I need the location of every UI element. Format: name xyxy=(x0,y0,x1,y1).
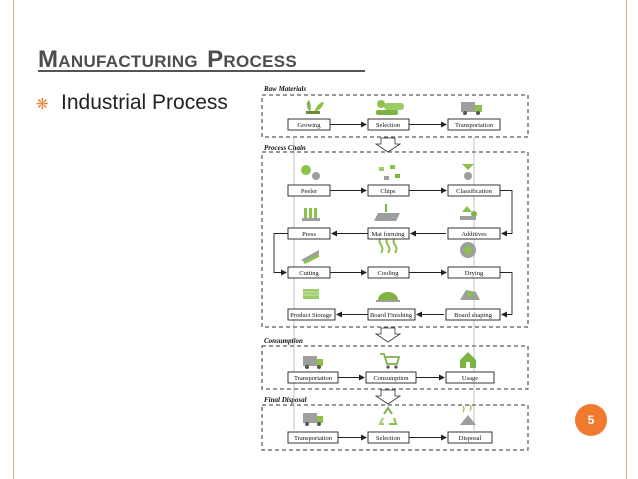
consumption-step-1: Transportation xyxy=(294,375,333,382)
recycle-icon xyxy=(378,406,398,425)
disposal-step-3: Disposal xyxy=(459,435,482,442)
disposal-step-2: Selection xyxy=(376,435,401,442)
fan-icon xyxy=(460,242,476,258)
chips-icon xyxy=(379,165,400,180)
chain-row3-step-3: Drying xyxy=(465,270,484,277)
title-initial-2: P xyxy=(207,46,224,73)
chain-row2-step-1: Press xyxy=(302,231,316,238)
section-label-process-chain: Process Chain xyxy=(264,144,306,152)
raw-step-2: Selection xyxy=(376,122,401,129)
chain-row1-step-2: Chips xyxy=(380,188,396,195)
bullet-text: Industrial Process xyxy=(61,91,228,114)
truck-icon xyxy=(461,102,482,115)
shaping-icon xyxy=(460,290,480,300)
truck-icon-3 xyxy=(303,413,323,426)
saw-icon xyxy=(301,250,319,264)
raw-step-1: Growing xyxy=(297,122,321,129)
chain-row1-step-3: Classification xyxy=(456,188,492,195)
chain-row2-step-3: Additives xyxy=(461,231,487,238)
raw-step-3: Transportation xyxy=(455,122,494,129)
consumption-frame xyxy=(261,345,529,390)
gears-icon xyxy=(301,165,320,180)
additives-icon xyxy=(460,206,477,220)
chain-row2-step-2: Mat forming xyxy=(371,231,405,238)
house-icon xyxy=(460,352,476,368)
bullet-icon: ❋ xyxy=(36,96,49,113)
section-arrow-3 xyxy=(374,389,402,405)
chain-row4-step-2: Board Finishing xyxy=(370,312,413,319)
title-initial-1: M xyxy=(38,46,59,73)
landfill-icon xyxy=(460,404,476,425)
classification-icon xyxy=(462,164,474,180)
cart-icon xyxy=(380,353,401,369)
consumption-step-3: Usage xyxy=(462,375,478,382)
section-arrow-2 xyxy=(374,327,402,343)
disposal-step-1: Transportation xyxy=(294,435,333,442)
mat-forming-icon xyxy=(374,204,400,221)
storage-icon xyxy=(303,289,319,299)
section-label-consumption: Consumption xyxy=(264,337,303,345)
chain-row4-step-3: Board shaping xyxy=(454,312,492,319)
raw-materials-frame xyxy=(261,94,529,138)
finishing-icon xyxy=(376,292,400,302)
title-rest-1: ANUFACTURING xyxy=(58,52,198,71)
final-disposal-frame xyxy=(261,404,529,451)
section-arrow-1 xyxy=(374,137,402,153)
title-rest-2: ROCESS xyxy=(223,52,297,71)
chain-row1-step-1: Peeler xyxy=(301,188,318,195)
title-underline xyxy=(38,70,365,72)
section-label-final-disposal: Final Disposal xyxy=(264,396,307,404)
consumption-step-2: Consumption xyxy=(373,375,409,382)
chain-row4-step-1: Product Storage xyxy=(290,312,332,319)
plant-icon xyxy=(306,100,324,114)
chain-row3-step-2: Cooling xyxy=(378,270,400,277)
section-label-raw-materials: Raw Materials xyxy=(263,85,306,93)
chain-row3-step-1: Cutting xyxy=(299,270,319,277)
truck-icon-2 xyxy=(303,356,323,369)
slide-title: MANUFACTURING PROCESS xyxy=(38,38,297,75)
process-chain-frame xyxy=(261,151,529,328)
left-border-line xyxy=(13,0,14,479)
page-number-badge: 5 xyxy=(575,404,607,436)
logs-icon xyxy=(376,100,404,115)
press-icon xyxy=(302,208,320,221)
right-border-line xyxy=(626,0,627,479)
